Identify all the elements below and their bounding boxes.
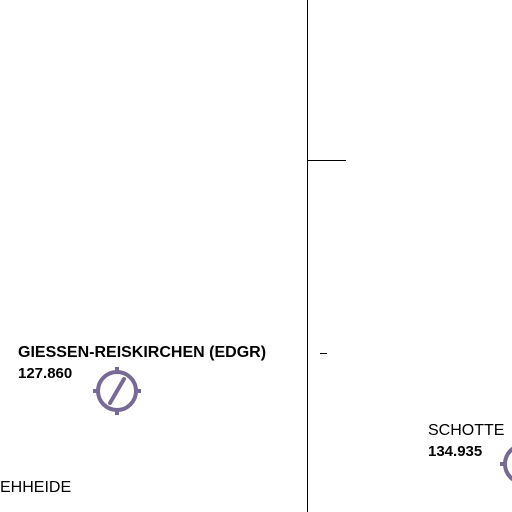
airfield-name-giessen-reiskirchen[interactable]: GIESSEN-REISKIRCHEN (EDGR) xyxy=(18,344,267,361)
airfield-icon[interactable] xyxy=(93,367,141,415)
airfield-frequency-giessen-reiskirchen: 127.860 xyxy=(18,365,73,382)
airfield-frequency-schotten: 134.935 xyxy=(428,443,483,460)
airfield-name-schotten[interactable]: SCHOTTE xyxy=(428,422,505,439)
airfield-icon[interactable] xyxy=(500,440,512,488)
place-label-ehheide: EHHEIDE xyxy=(0,479,72,496)
